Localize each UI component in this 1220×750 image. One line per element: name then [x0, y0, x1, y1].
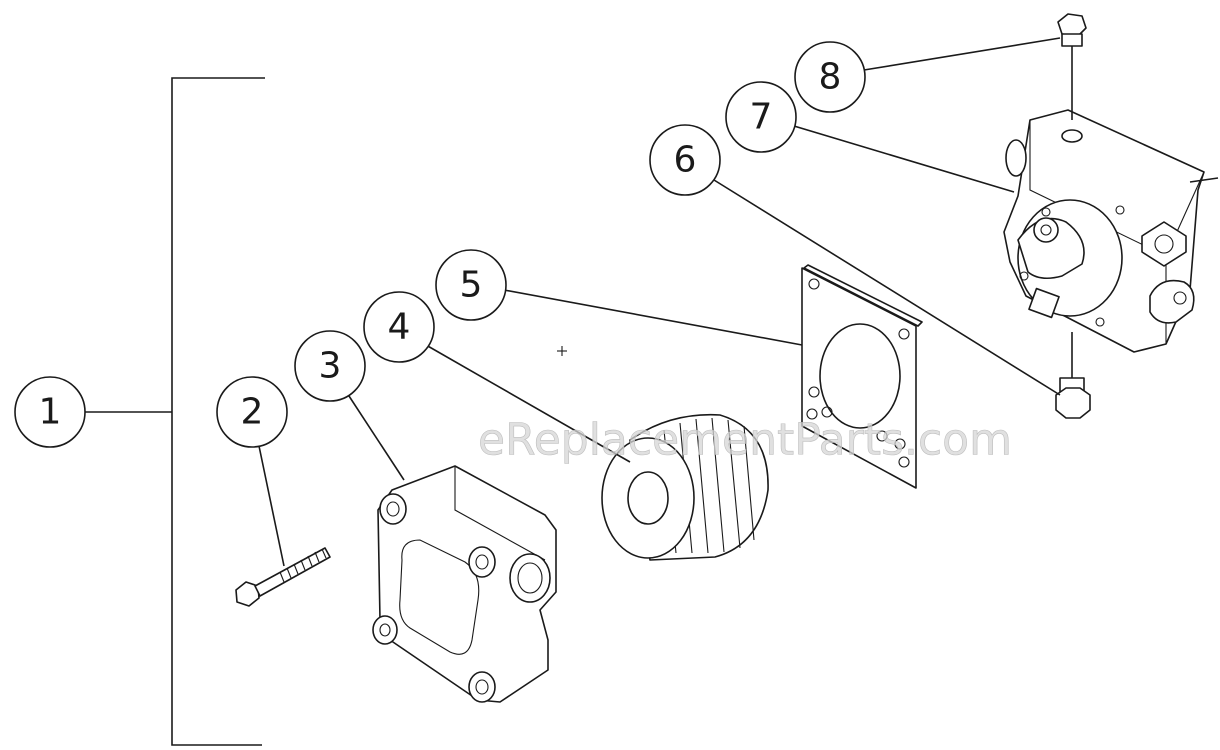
leader-6	[713, 179, 1061, 396]
callout-7: 7	[725, 81, 797, 153]
callout-3-label: 3	[319, 346, 342, 387]
part-bolt	[235, 547, 331, 607]
callout-6: 6	[649, 124, 721, 196]
callout-2-label: 2	[241, 392, 264, 433]
callout-2: 2	[216, 376, 288, 448]
callout-6-label: 6	[674, 140, 697, 181]
leader-2	[258, 445, 285, 567]
callout-5: 5	[435, 249, 507, 321]
part-top-plug	[1057, 13, 1087, 120]
center-mark	[557, 346, 567, 356]
callout-3: 3	[294, 330, 366, 402]
part-filter-element	[601, 413, 769, 561]
watermark-text: eReplacementParts.com	[478, 415, 1012, 466]
leader-4	[425, 344, 631, 463]
assembly-bracket	[85, 77, 265, 746]
callout-1: 1	[14, 376, 86, 448]
callout-8: 8	[794, 41, 866, 113]
callout-4-label: 4	[388, 307, 411, 348]
callout-4: 4	[363, 291, 435, 363]
callout-8-label: 8	[819, 57, 842, 98]
part-gasket	[801, 264, 923, 489]
part-pump-body	[1003, 109, 1219, 353]
callout-1-label: 1	[39, 392, 62, 433]
callout-7-label: 7	[750, 97, 773, 138]
leader-7	[793, 125, 1015, 193]
leader-3	[348, 395, 405, 481]
leader-lines	[258, 37, 1061, 567]
leader-5	[503, 289, 803, 346]
leader-8	[863, 37, 1061, 71]
part-filter-cover	[372, 465, 557, 703]
part-bottom-plug	[1055, 332, 1091, 419]
callout-5-label: 5	[460, 265, 483, 306]
